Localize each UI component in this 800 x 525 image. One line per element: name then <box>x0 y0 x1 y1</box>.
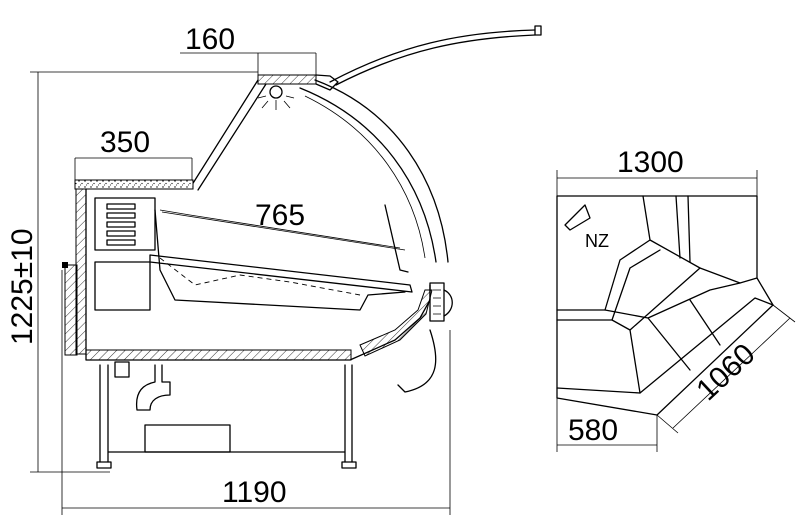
dim-765-label: 765 <box>255 199 305 232</box>
condensing-unit <box>114 361 130 378</box>
corner-plan-view: NZ <box>556 195 774 416</box>
dim-1190-line <box>61 270 451 515</box>
storage-slot-5 <box>106 239 136 246</box>
dim-160-line <box>180 52 317 75</box>
rear-glass-inner <box>197 83 267 191</box>
front-plinth-curve <box>397 329 437 393</box>
foot-right <box>341 461 357 469</box>
tray-lower-position <box>159 257 361 296</box>
corner-shelf-1 <box>556 239 651 311</box>
dim-1060-label: 1060 <box>690 337 761 407</box>
glass-support <box>384 204 409 273</box>
corner-front-inner <box>556 319 641 394</box>
dim-1300-line <box>556 170 758 196</box>
corner-diagonal-lines <box>604 299 721 371</box>
rear-handle <box>62 262 68 268</box>
canopy-light-icon <box>269 85 283 99</box>
dim-350-label: 350 <box>100 126 150 159</box>
dim-160-label: 160 <box>185 23 235 56</box>
front-glass-outer <box>314 79 449 263</box>
cabinet-front-wall <box>359 289 433 357</box>
corner-type-label: NZ <box>585 231 609 251</box>
side-view-dimensions: 160 350 765 1225±10 1190 <box>6 23 451 515</box>
light-rays <box>257 95 295 110</box>
display-shelf <box>149 254 413 293</box>
fan-unit <box>429 282 445 322</box>
open-glass-position-inner <box>335 34 536 86</box>
dim-765-line <box>161 211 406 251</box>
rear-glass <box>189 79 259 189</box>
lower-compartment <box>94 261 151 311</box>
display-tray <box>154 209 406 311</box>
storage-slot-4 <box>106 230 136 237</box>
side-view <box>62 25 542 469</box>
storage-slot-3 <box>106 221 136 228</box>
corner-inner-mid <box>675 195 681 259</box>
dim-580-line <box>556 398 658 452</box>
dim-height-line <box>30 71 258 473</box>
corner-outline <box>556 195 774 416</box>
rear-storage-box <box>94 197 156 251</box>
evaporator-line <box>159 209 401 249</box>
glass-handle <box>534 25 542 36</box>
base-frame <box>99 364 353 463</box>
corner-shelf-2 <box>556 249 661 321</box>
dim-350-line <box>74 157 193 180</box>
dim-1060-line <box>656 304 796 434</box>
corner-inner-mid2 <box>687 195 691 263</box>
storage-slot-2 <box>106 212 136 219</box>
corner-inner-rear <box>642 195 758 284</box>
storage-slot-1 <box>106 203 136 210</box>
dim-1190-label: 1190 <box>222 476 287 509</box>
corner-rear-wedge <box>564 204 591 231</box>
top-canopy <box>257 74 317 85</box>
canopy-hinge <box>315 74 339 91</box>
dim-1300-label: 1300 <box>617 146 684 179</box>
fan-blades <box>433 289 441 315</box>
compressor-box <box>144 424 231 453</box>
front-glass-inner-edge <box>304 95 426 259</box>
corner-diagonal-mid <box>647 282 741 319</box>
service-counter <box>74 179 194 190</box>
foot-left <box>96 461 112 469</box>
dim-height-label: 1225±10 <box>6 228 39 345</box>
drain-pipe <box>135 364 171 411</box>
rear-panel <box>64 264 78 356</box>
open-glass-position <box>329 29 536 83</box>
front-glass-inner <box>299 87 437 263</box>
corner-diagonal-front <box>639 297 774 394</box>
fan-grille <box>443 289 453 317</box>
corner-diagonal-inner <box>629 267 701 331</box>
base-floor <box>85 349 352 361</box>
dim-580-label: 580 <box>568 414 618 447</box>
